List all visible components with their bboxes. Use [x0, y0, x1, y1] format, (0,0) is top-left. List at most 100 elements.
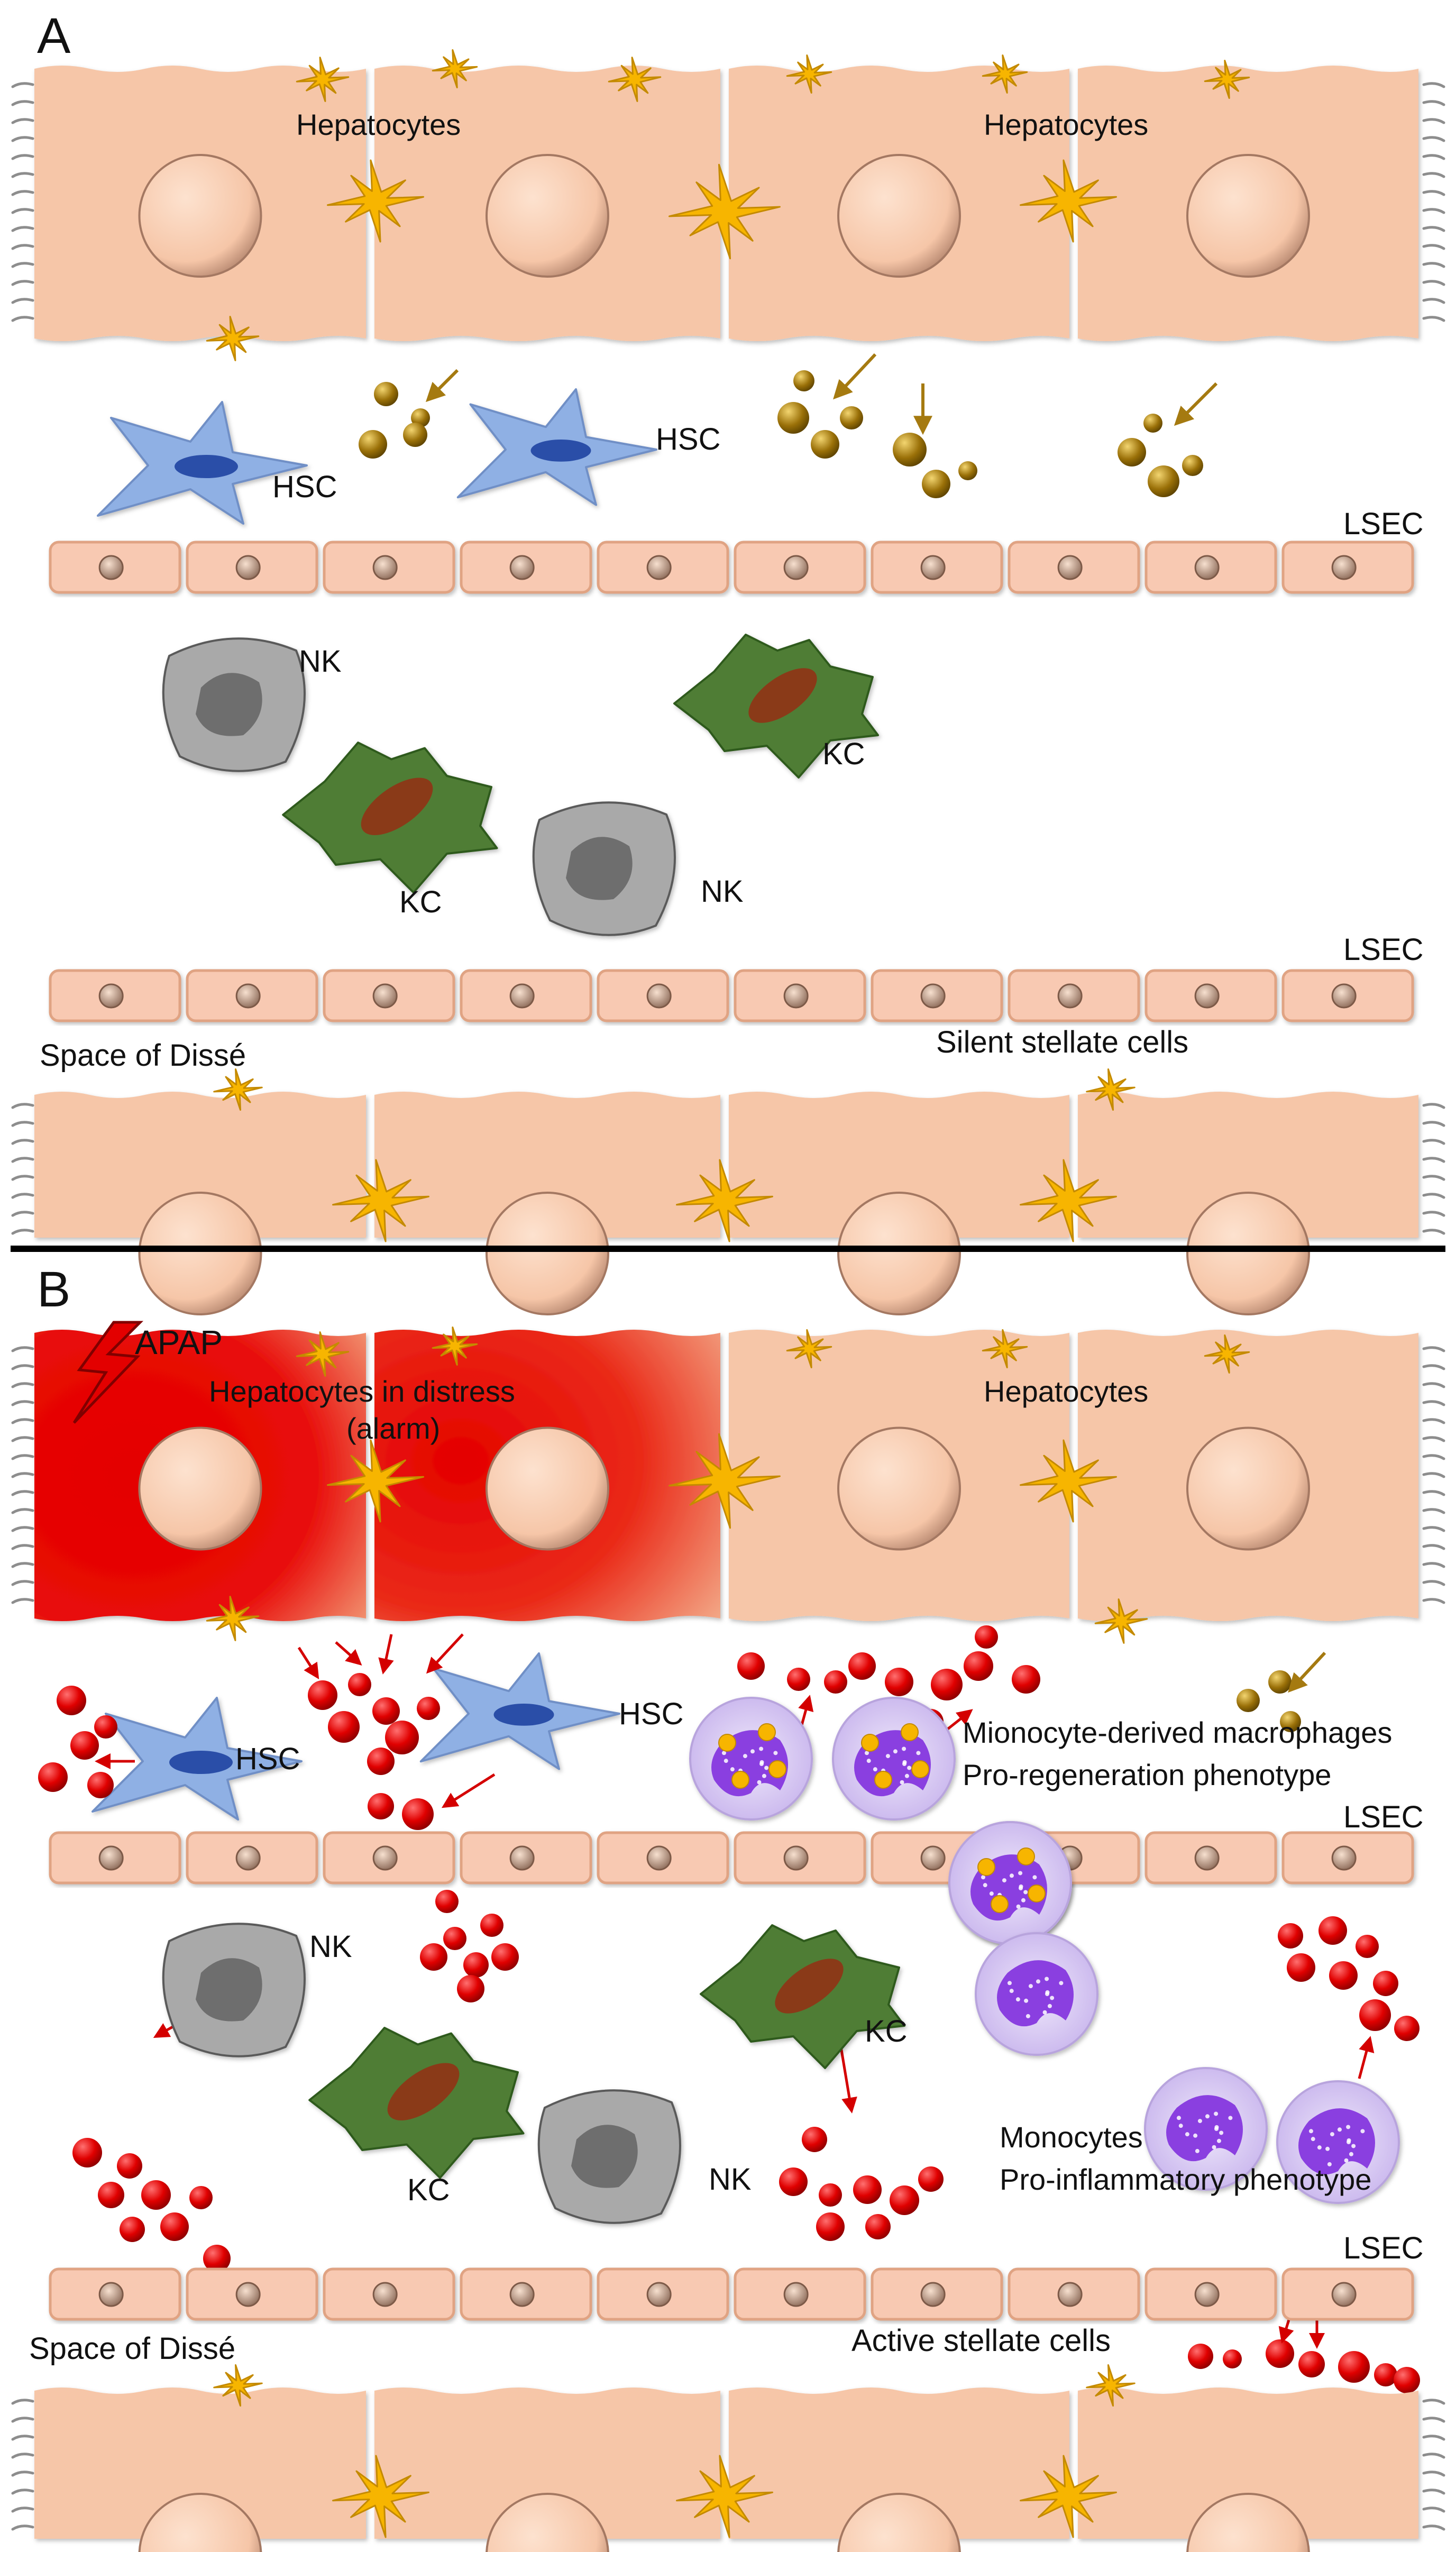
microvilli [1422, 1121, 1445, 1127]
monocyte-cell [975, 1932, 1098, 2056]
nk-cell [162, 1923, 306, 2057]
granule [1205, 2114, 1210, 2119]
stellate-shape [432, 49, 478, 88]
alarmin-arrow [441, 1773, 496, 1808]
phagocytosed-debris [1028, 1885, 1046, 1902]
hepatocyte-nucleus [138, 2493, 262, 2552]
microvilli [1422, 118, 1445, 124]
stellate-shape [1204, 1334, 1250, 1374]
microvilli [1422, 298, 1445, 304]
granule [1185, 2132, 1189, 2137]
granule [989, 1891, 994, 1896]
alarmin-particle [480, 1914, 503, 1937]
hsc-nucleus [493, 1704, 554, 1726]
alarmin-particle [87, 1772, 114, 1798]
hepatocyte-cell [729, 2388, 1069, 2539]
microvilli [11, 298, 34, 304]
alarmin-particle [865, 2214, 891, 2239]
granule [1036, 1979, 1040, 1984]
stellate-cell [432, 1327, 478, 1366]
alarmin-particle [368, 1793, 394, 1819]
alarmin-particle [1223, 2349, 1242, 2368]
granule [743, 1754, 747, 1759]
lsec-row [49, 1831, 1414, 1885]
granule [1327, 2162, 1332, 2166]
granule [1059, 1981, 1064, 1986]
gold-arrow [1288, 1651, 1326, 1693]
gold-particle [411, 408, 430, 427]
alarmin-particle [1338, 2351, 1370, 2383]
microvilli [11, 226, 34, 232]
microvilli [11, 1229, 34, 1235]
microvilli [11, 1580, 34, 1586]
granule [759, 1760, 764, 1764]
hepatocyte-nucleus [837, 1192, 961, 1315]
microvilli [1422, 1193, 1445, 1199]
lsec-nucleus [646, 1845, 672, 1871]
granule [1219, 2130, 1224, 2135]
lsec-nucleus [235, 555, 261, 580]
microvilli [1422, 1436, 1445, 1442]
nk-nucleus [196, 673, 262, 736]
lsec-nucleus [1331, 1845, 1357, 1871]
stellate-shape [296, 1331, 350, 1377]
hepatocyte-nucleus [1186, 1192, 1310, 1315]
stellate-cell [786, 1329, 832, 1368]
microvilli [1422, 244, 1445, 250]
microvilli [1422, 154, 1445, 160]
lsec-nucleus [783, 555, 809, 580]
granule [730, 1767, 735, 1772]
gold-particle [1182, 455, 1203, 476]
microvilli [1422, 2453, 1445, 2459]
gold-particle [1118, 438, 1146, 467]
gold-particle [777, 402, 809, 434]
granule [907, 1766, 912, 1770]
hepatocyte-cell [1078, 2388, 1418, 2539]
lsec-nucleus [1057, 2282, 1083, 2307]
hepatocyte-cell [34, 1092, 366, 1238]
stellate-shape [332, 1159, 429, 1242]
microvilli [1422, 1139, 1445, 1145]
microvilli [1422, 262, 1445, 268]
gold-particles [1237, 1670, 1301, 1732]
microvilli [1422, 100, 1445, 106]
granule [1009, 1873, 1014, 1878]
lsec-nucleus [372, 555, 398, 580]
lsec-nucleus [235, 983, 261, 1009]
microvilli [11, 1121, 34, 1127]
microvilli [1422, 280, 1445, 286]
stellate-cell [206, 316, 260, 361]
granule [1176, 2116, 1181, 2120]
hepatocyte-nucleus [138, 1426, 262, 1551]
hsc-nucleus [175, 455, 238, 478]
granule [1178, 2124, 1183, 2128]
gold-particles [1118, 414, 1203, 497]
microvilli [11, 1400, 34, 1406]
alarmin-particle [72, 2138, 102, 2167]
lsec-label-bottom: LSEC [1343, 932, 1424, 967]
stellate-shape [1020, 2455, 1117, 2538]
hepatocytes-label-left: Hepatocytes [296, 108, 461, 141]
stellate-cell [1020, 1159, 1117, 1242]
alarmin-particle [1394, 2367, 1420, 2393]
stellate-shape [296, 57, 350, 102]
microvilli [11, 1139, 34, 1145]
gold-particle [403, 423, 427, 447]
microvilli [11, 1418, 34, 1424]
hsc-label-2: HSC [656, 422, 720, 456]
lsec-nucleus [1331, 2282, 1357, 2307]
apap-label: APAP [135, 1323, 223, 1361]
gold-particle [1143, 414, 1162, 433]
alarmin-particles [72, 2138, 231, 2272]
microvilli [11, 1562, 34, 1568]
microvilli [11, 1454, 34, 1460]
stellate-shape [676, 1159, 773, 1242]
alarmin-particle [931, 1669, 963, 1700]
hepatocyte-row-bottom-b [11, 2388, 1445, 2552]
stellate-shape [1020, 1439, 1117, 1523]
gold-arrow [1174, 382, 1218, 426]
lsec-row [49, 2267, 1414, 2321]
stellate-cell [1020, 1439, 1117, 1523]
kc-cell [700, 1924, 905, 2069]
lsec-nucleus [1194, 555, 1220, 580]
